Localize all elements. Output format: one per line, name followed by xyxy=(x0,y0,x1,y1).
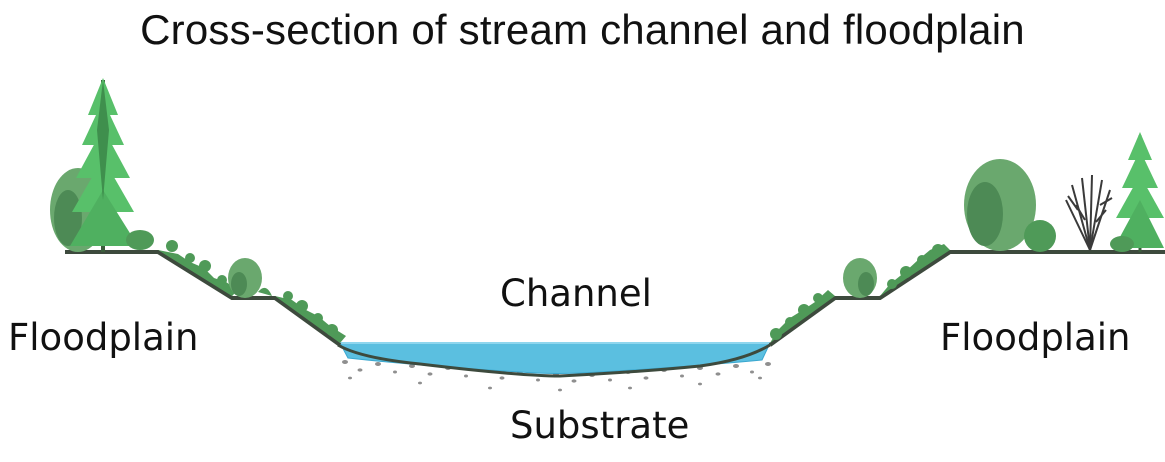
floodplain-label-right: Floodplain xyxy=(940,316,1131,359)
right-terrace-shrub xyxy=(843,258,877,298)
channel-water xyxy=(339,342,771,374)
right-broadleaf-bush xyxy=(964,159,1056,252)
left-bank-vegetation xyxy=(158,240,346,343)
substrate-label: Substrate xyxy=(510,404,690,447)
diagram-title: Cross-section of stream channel and floo… xyxy=(140,6,1025,53)
floodplain-label-left: Floodplain xyxy=(8,316,199,359)
channel-bed xyxy=(337,343,771,378)
right-bare-shrub xyxy=(1065,174,1113,251)
left-conifer-tree xyxy=(70,78,154,252)
ground-profile-right xyxy=(768,250,1165,347)
left-terrace-shrub xyxy=(228,258,272,298)
right-conifer-tree xyxy=(1110,132,1164,252)
right-bank-vegetation xyxy=(770,244,950,343)
ground-profile-left xyxy=(65,250,342,347)
channel-label: Channel xyxy=(500,272,652,315)
